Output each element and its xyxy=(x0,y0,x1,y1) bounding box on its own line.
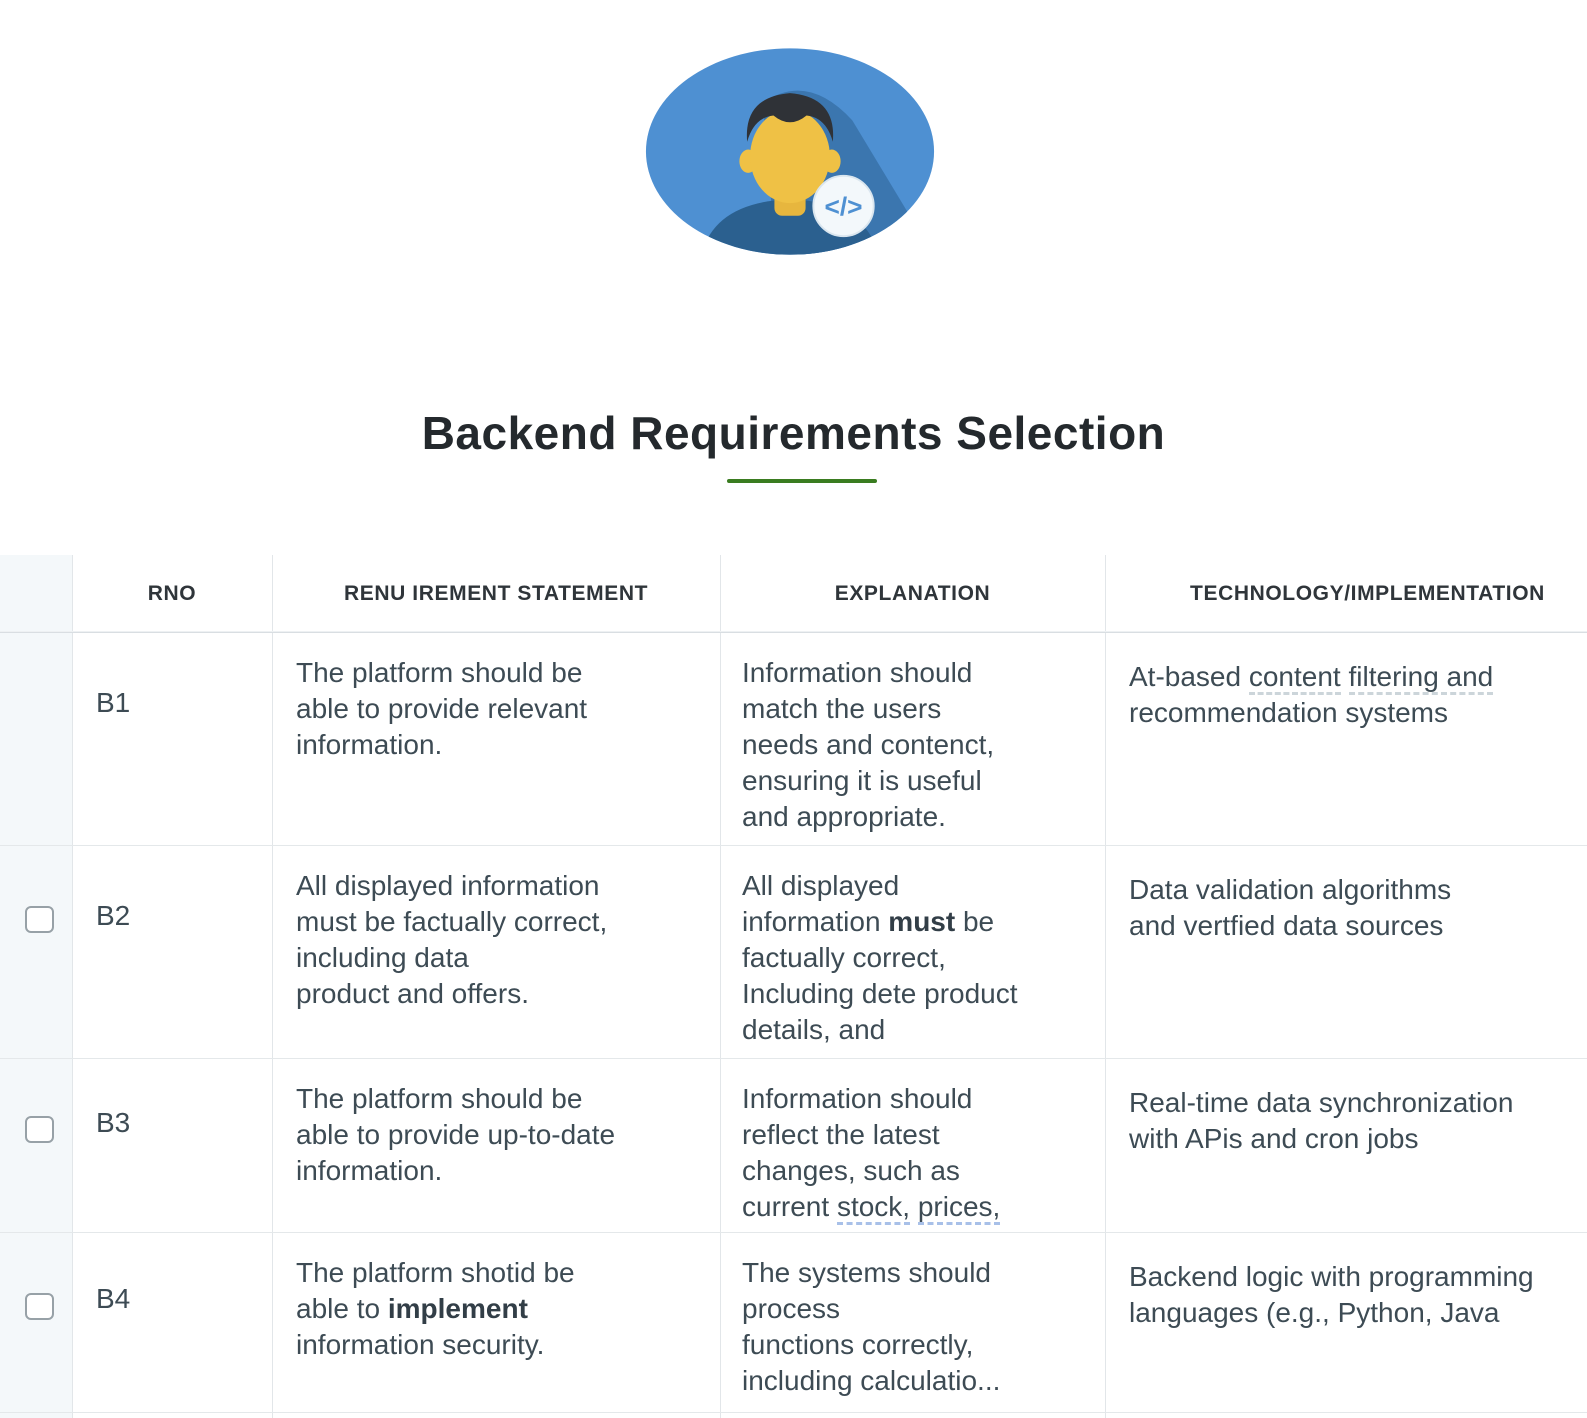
title-underline xyxy=(727,479,877,483)
requirements-table: RNO RENU IREMENT STATEMENT EXPLANATION T… xyxy=(0,555,1587,1418)
table-border-left xyxy=(72,555,73,1418)
requirement-cell: The platform should be able to provide r… xyxy=(296,657,588,760)
rno-cell: B1 xyxy=(96,687,131,718)
code-icon: </> xyxy=(825,192,863,222)
column-divider xyxy=(720,555,721,1418)
column-divider xyxy=(272,555,273,1418)
rno-cell: B2 xyxy=(96,900,131,931)
row-checkbox-b2[interactable] xyxy=(25,906,54,933)
explanation-cell: All displayed information must be factua… xyxy=(742,870,1018,1045)
technology-cell: Real-time data synchronization with APis… xyxy=(1129,1087,1514,1154)
row-checkbox-b4[interactable] xyxy=(25,1293,54,1320)
technology-cell: Backend logic with programming languages… xyxy=(1129,1261,1534,1328)
rno-cell: B3 xyxy=(96,1107,131,1138)
table-row-b2: B2 All displayed information must be fac… xyxy=(0,846,1587,1059)
left-strip xyxy=(0,555,72,1418)
header-technology: TECHNOLOGY/IMPLEMENTATION xyxy=(1190,581,1545,605)
table-row-b3: B3 The platform should be able to provid… xyxy=(0,1059,1587,1233)
table-header: RNO RENU IREMENT STATEMENT EXPLANATION T… xyxy=(0,555,1587,633)
explanation-cell: The systems should process functions cor… xyxy=(742,1257,1001,1396)
header-requirement: RENU IREMENT STATEMENT xyxy=(343,581,649,605)
developer-avatar-graphic: </> xyxy=(645,48,935,255)
technology-cell: At-based content filtering and recommend… xyxy=(1129,661,1494,728)
technology-cell: Data validation algorithms and vertfied … xyxy=(1129,874,1452,941)
requirement-cell: The platform shotid be able to implement… xyxy=(296,1257,575,1360)
rno-cell: B4 xyxy=(96,1283,131,1314)
explanation-cell: Information should reflect the latest ch… xyxy=(720,1059,1105,1232)
requirement-cell: The platform should be able to provide u… xyxy=(296,1083,616,1186)
column-divider xyxy=(1105,555,1106,1418)
table-row-b4: B4 The platform shotid be able to implem… xyxy=(0,1233,1587,1413)
table-row-b1: B1 The platform should be able to provid… xyxy=(0,633,1587,846)
header-explanation: EXPLANATION xyxy=(834,581,991,605)
row-checkbox-b3[interactable] xyxy=(25,1116,54,1143)
developer-avatar: </> xyxy=(644,46,936,257)
requirement-cell: All displayed information must be factua… xyxy=(296,870,608,1009)
header-rno: RNO xyxy=(147,581,197,605)
explanation-cell: Information should match the users needs… xyxy=(742,657,995,832)
page-title: Backend Requirements Selection xyxy=(421,407,1166,459)
